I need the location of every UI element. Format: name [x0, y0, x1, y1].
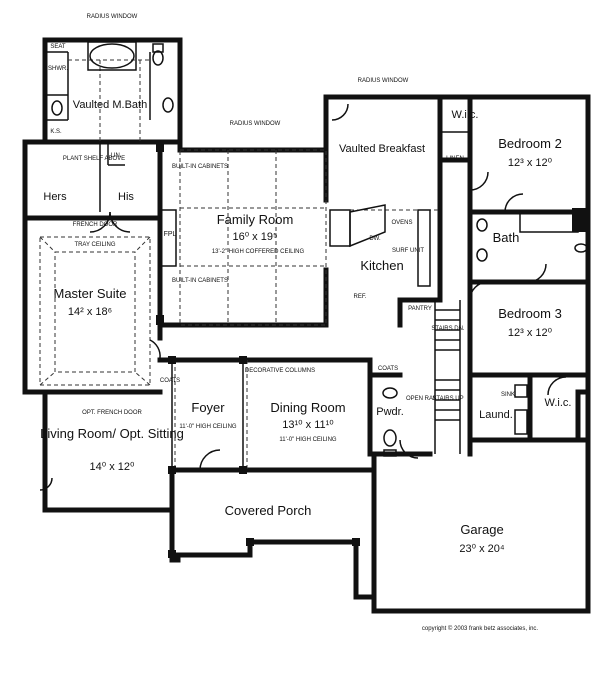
master-bath-label: Vaulted M.Bath	[73, 99, 147, 111]
covered-porch-label: Covered Porch	[225, 503, 312, 518]
radius-window-family-label: RADIUS WINDOW	[230, 121, 281, 127]
stairs-down-label: STAIRS DN.	[431, 326, 465, 332]
open-rail-label: OPEN RAIL	[406, 396, 439, 402]
dining-room-size: 13¹⁰ x 11¹⁰	[282, 419, 334, 431]
coffered-ceiling-label: 13'-2" HIGH COFFERED CEILING	[212, 249, 305, 255]
seat-label: SEAT	[50, 44, 66, 50]
powder-room-label: Pwdr.	[376, 406, 404, 418]
stairs-up-label: STAIRS UP	[432, 396, 463, 402]
family-room-label: Family Room	[217, 212, 294, 227]
laundry-label: Laund.	[479, 409, 513, 421]
stairs	[435, 309, 460, 421]
bath-linen-label: LIN.	[110, 153, 121, 159]
wic-top-label: W.i.c.	[452, 109, 479, 121]
fixtures	[39, 41, 588, 558]
sink-label: SINK	[501, 392, 515, 398]
bedroom-3-label: Bedroom 3	[498, 306, 562, 321]
built-in-cabinets-bottom-label: BUILT-IN CABINETS	[172, 278, 228, 284]
living-room-size: 14⁰ x 12⁰	[90, 461, 135, 473]
family-room-size: 16⁰ x 19⁵	[232, 231, 277, 243]
living-room-label: Living Room/ Opt. Sitting	[40, 426, 184, 441]
his-closet-label: His	[118, 191, 134, 203]
surface-unit-label: SURF UNIT	[392, 248, 424, 254]
room-labels: RADIUS WINDOW RADIUS WINDOW RADIUS WINDO…	[40, 14, 571, 632]
dishwasher-label: DW.	[369, 236, 381, 242]
ks-label: K.S.	[50, 129, 62, 135]
shower-label: SHWR.	[48, 66, 68, 72]
ovens-label: OVENS	[391, 220, 412, 226]
dining-ceiling-label: 11'-0" HIGH CEILING	[279, 437, 337, 443]
linen-closet-label: LINEN	[446, 156, 464, 162]
plant-shelf-label: PLANT SHELF ABOVE	[63, 156, 125, 162]
master-suite-size: 14² x 18⁶	[68, 306, 112, 318]
radius-window-breakfast-label: RADIUS WINDOW	[358, 78, 409, 84]
wic-bottom-label: W.i.c.	[545, 397, 572, 409]
bedroom-2-size: 12³ x 12⁰	[508, 157, 553, 169]
dashed-features	[39, 59, 440, 470]
radius-window-top-label: RADIUS WINDOW	[87, 14, 138, 20]
garage-label: Garage	[460, 522, 503, 537]
dining-room-label: Dining Room	[270, 400, 345, 415]
hers-closet-label: Hers	[43, 191, 67, 203]
decorative-columns-label: DECORATIVE COLUMNS	[245, 368, 315, 374]
foyer-ceiling-label: 11'-0" HIGH CEILING	[179, 424, 237, 430]
garage-size: 23⁰ x 20⁴	[459, 543, 504, 555]
copyright-notice: copyright © 2003 frank betz associates, …	[422, 625, 538, 632]
master-suite-label: Master Suite	[54, 286, 127, 301]
opt-french-door-label: OPT. FRENCH DOOR	[82, 410, 142, 416]
bedroom-3-size: 12³ x 12⁰	[508, 327, 553, 339]
foyer-label: Foyer	[191, 400, 225, 415]
bath-label: Bath	[493, 230, 520, 245]
fireplace-label: FPL	[164, 231, 177, 238]
pantry-label: PANTRY	[408, 306, 432, 312]
coats-right-label: COATS	[378, 366, 398, 372]
vaulted-breakfast-label: Vaulted Breakfast	[339, 143, 425, 155]
kitchen-label: Kitchen	[360, 258, 403, 273]
coats-left-label: COATS	[160, 378, 180, 384]
tray-ceiling-label: TRAY CEILING	[74, 242, 115, 248]
french-door-label: FRENCH DOOR	[73, 222, 118, 228]
bedroom-2-label: Bedroom 2	[498, 136, 562, 151]
built-in-cabinets-top-label: BUILT-IN CABINETS	[172, 164, 228, 170]
refrigerator-label: REF.	[353, 294, 366, 300]
